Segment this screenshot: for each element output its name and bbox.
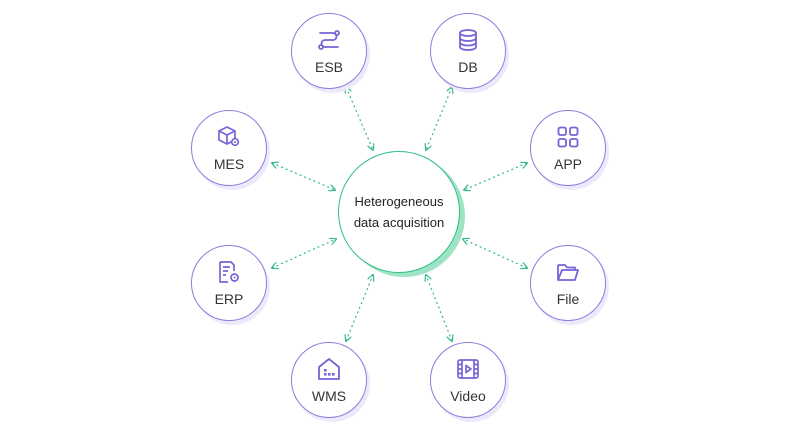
node-db: DB: [430, 13, 506, 89]
node-wms: WMS: [291, 342, 367, 418]
link-erp: [272, 239, 336, 268]
node-file-label: File: [556, 291, 580, 307]
link-esb: [346, 87, 373, 150]
link-mes: [272, 163, 335, 190]
box-gear-icon: [218, 126, 240, 147]
node-video: Video: [430, 342, 506, 418]
node-mes: MES: [191, 110, 267, 186]
node-erp-label: ERP: [214, 291, 244, 307]
link-wms: [346, 275, 373, 341]
node-wms-label: WMS: [311, 388, 347, 404]
hub-title-line2: data acquisition: [353, 215, 445, 230]
link-app: [464, 163, 527, 190]
hub-title-line1: Heterogeneous: [354, 194, 444, 209]
hub-heterogeneous-data-acquisition: Heterogeneous data acquisition: [338, 151, 460, 273]
database-icon: [459, 29, 477, 51]
pipeline-icon: [318, 30, 340, 50]
warehouse-icon: [318, 358, 340, 380]
node-mes-label: MES: [213, 156, 245, 172]
node-esb-label: ESB: [314, 59, 343, 75]
document-gear-icon: [219, 261, 239, 283]
app-grid-icon: [557, 126, 579, 148]
node-erp: ERP: [191, 245, 267, 321]
link-file: [463, 239, 527, 268]
node-video-label: Video: [450, 388, 486, 404]
link-video: [426, 275, 452, 341]
node-esb: ESB: [291, 13, 367, 89]
node-file: File: [530, 245, 606, 321]
node-app-label: APP: [553, 156, 582, 172]
node-db-label: DB: [458, 59, 478, 75]
folder-icon: [557, 264, 579, 281]
video-icon: [457, 359, 479, 379]
link-db: [426, 87, 452, 150]
node-app: APP: [530, 110, 606, 186]
hub-title: Heterogeneous data acquisition: [344, 191, 454, 233]
